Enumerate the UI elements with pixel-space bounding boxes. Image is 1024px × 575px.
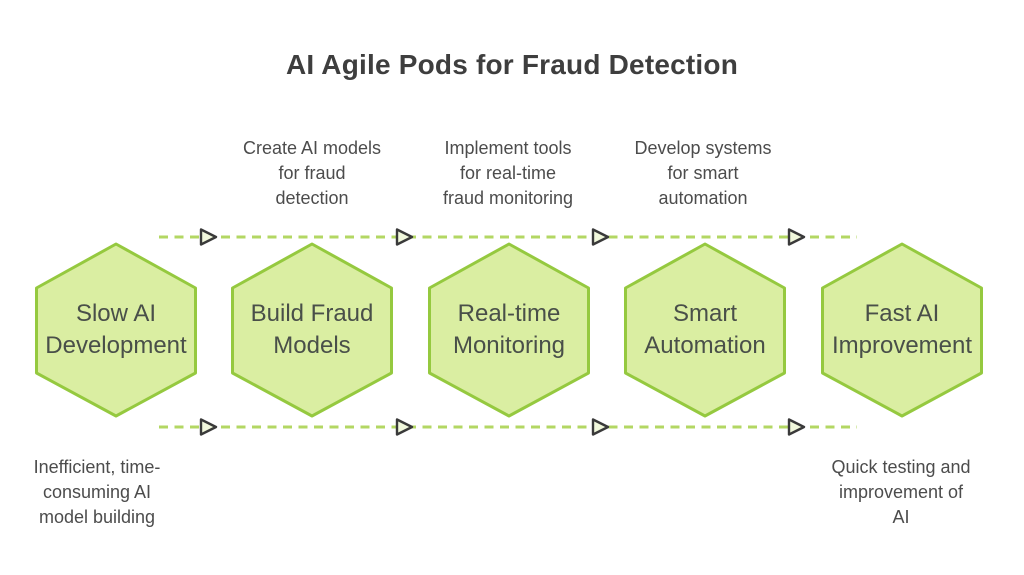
arrowhead-icon xyxy=(591,228,610,246)
hexagon-smart-automation: Smart Automation xyxy=(623,242,787,418)
arrowhead-icon xyxy=(199,228,218,246)
bottom-flow-dashed-line xyxy=(159,418,857,436)
hexagon-shape xyxy=(231,242,393,418)
hexagon-label: Build Fraud Models xyxy=(250,300,374,359)
hexagon-label: Smart Automation xyxy=(644,300,766,359)
diagram-title: AI Agile Pods for Fraud Detection xyxy=(285,49,739,80)
hexagon-fast-ai-improvement: Fast AI Improvement xyxy=(820,242,984,418)
arrowhead-icon xyxy=(199,418,218,436)
description-build-fraud-models: Create AI models for fraud detection xyxy=(242,138,382,208)
arrowhead-icon xyxy=(591,418,610,436)
arrowhead-icon xyxy=(787,418,806,436)
arrowhead-icon xyxy=(395,228,414,246)
hexagon-shape xyxy=(428,242,590,418)
description-slow-ai-development: Inefficient, time- consuming AI model bu… xyxy=(33,457,161,527)
arrowhead-icon xyxy=(787,228,806,246)
hexagon-label: Fast AI Improvement xyxy=(831,300,973,359)
description-fast-ai-improvement: Quick testing and improvement of AI xyxy=(831,457,971,527)
description-smart-automation: Develop systems for smart automation xyxy=(634,138,772,208)
arrowhead-icon xyxy=(395,418,414,436)
hexagon-label: Slow AI Development xyxy=(45,300,187,359)
hexagon-build-fraud-models: Build Fraud Models xyxy=(230,242,394,418)
hexagon-real-time-monitoring: Real-time Monitoring xyxy=(427,242,591,418)
hexagon-slow-ai-development: Slow AI Development xyxy=(34,242,198,418)
hexagon-shape xyxy=(624,242,786,418)
top-flow-dashed-line xyxy=(159,228,857,246)
hexagon-shape xyxy=(35,242,197,418)
description-real-time-monitoring: Implement tools for real-time fraud moni… xyxy=(442,138,574,208)
hexagon-shape xyxy=(821,242,983,418)
hexagon-label: Real-time Monitoring xyxy=(452,300,566,359)
